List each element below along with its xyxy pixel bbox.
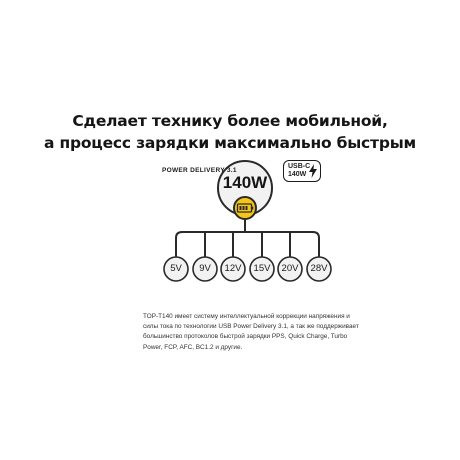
battery-icon [233,196,257,220]
description-text: TOP-T140 имеет систему интеллектуальной … [143,313,359,351]
badge-line-1: USB-C [288,163,311,170]
voltage-label-15v: 15V [253,263,271,274]
voltage-node-20v [277,256,303,282]
voltage-label-9v: 9V [199,263,211,274]
voltage-node-5v [163,256,189,282]
voltage-label-5v: 5V [170,263,182,274]
usbc-badge: USB-C 140W [283,160,321,182]
badge-line-2: 140W [288,171,307,178]
distribution-bus [175,231,320,268]
headline: Сделает технику более мобильной, а проце… [0,110,460,154]
voltage-node-15v [249,256,275,282]
voltage-label-12v: 12V [224,263,242,274]
headline-line-2: а процесс зарядки максимально быстрым [43,134,417,152]
power-value: 140W [222,173,268,192]
voltage-label-20v: 20V [281,263,299,274]
headline-line-1: Сделает технику более мобильной, [72,112,388,130]
voltage-label-28v: 28V [310,263,328,274]
voltage-node-12v [220,256,246,282]
voltage-node-9v [192,256,218,282]
protocol-label: POWER DELIVERY 3.1 [162,167,237,174]
voltage-node-28v [306,256,332,282]
lightning-bolt-icon [309,164,317,178]
